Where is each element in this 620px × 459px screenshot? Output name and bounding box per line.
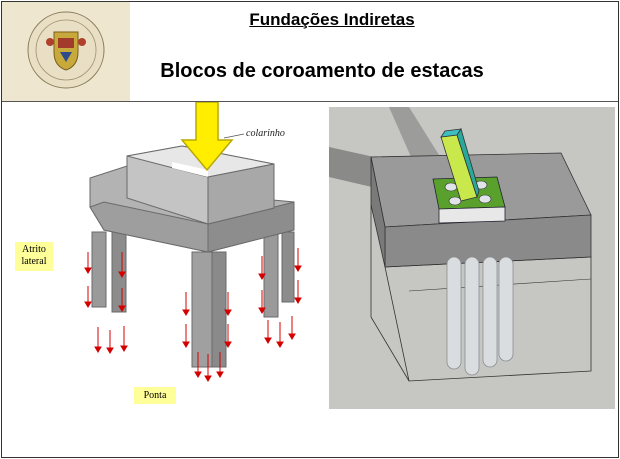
slide-subtitle: Blocos de coroamento de estacas bbox=[160, 60, 484, 82]
atrito-lateral-label: Atrito lateral bbox=[15, 242, 53, 271]
pile-cap-illustration: colarinho bbox=[12, 101, 330, 422]
header-band bbox=[130, 2, 618, 102]
down-arrow-icon bbox=[180, 101, 234, 172]
ponta-label: Ponta bbox=[134, 387, 176, 404]
slide-title: Fundações Indiretas bbox=[249, 10, 415, 29]
header-divider bbox=[2, 101, 618, 102]
colarinho-annotation: colarinho bbox=[246, 128, 285, 139]
3d-pile-cap-render bbox=[329, 107, 615, 409]
atrito-lateral-text: Atrito lateral bbox=[21, 244, 47, 267]
logo-panel bbox=[2, 2, 130, 102]
friction-arrows bbox=[84, 248, 302, 382]
university-seal-icon bbox=[27, 11, 105, 89]
